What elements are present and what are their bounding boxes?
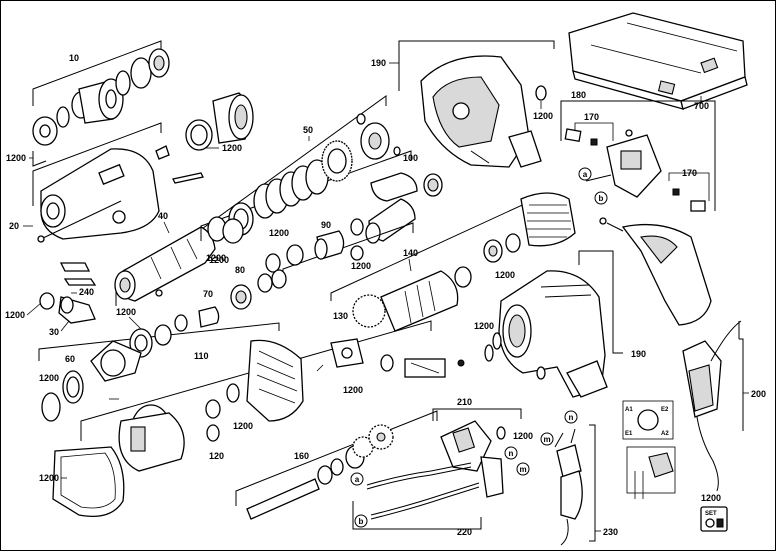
label-190-b: 190 xyxy=(631,349,646,359)
part-stator: 1200 xyxy=(483,174,612,280)
marker-n-2 xyxy=(564,410,578,424)
label-60: 60 xyxy=(65,354,75,364)
label-1200-l: 1200 xyxy=(495,270,515,280)
markers-stator: a b xyxy=(578,167,608,205)
label-700: 700 xyxy=(694,101,709,111)
marker-n-1 xyxy=(504,446,518,460)
label-130: 130 xyxy=(333,311,348,321)
part-group-80: 80 1200 xyxy=(209,255,287,310)
label-1200-f: 1200 xyxy=(209,255,229,265)
label-1200-b2: 1200 xyxy=(206,253,226,263)
label-20: 20 xyxy=(9,221,19,231)
label-1200-i: 1200 xyxy=(233,421,253,431)
svg-text:n: n xyxy=(509,449,514,458)
svg-text:a: a xyxy=(583,170,588,179)
label-1200-j: 1200 xyxy=(39,473,59,483)
marker-a-1 xyxy=(578,167,592,181)
part-group-70: 70 1200 xyxy=(38,289,280,382)
label-200: 200 xyxy=(751,389,766,399)
label-90: 90 xyxy=(321,220,331,230)
label-210: 210 xyxy=(457,397,472,407)
svg-text:b: b xyxy=(599,194,604,203)
label-1200-a: 1200 xyxy=(6,153,26,163)
wiring-e2: E2 xyxy=(661,407,669,413)
label-80: 80 xyxy=(235,265,245,275)
label-240: 240 xyxy=(79,287,94,297)
marker-a-2 xyxy=(350,472,364,486)
marker-b-2 xyxy=(354,514,368,528)
label-1200-g: 1200 xyxy=(116,307,136,317)
label-110: 110 xyxy=(194,351,209,361)
label-140: 140 xyxy=(403,248,418,258)
svg-text:m: m xyxy=(519,465,526,474)
label-30: 30 xyxy=(49,327,59,337)
label-100: 100 xyxy=(403,153,418,163)
part-group-230: 230 n m xyxy=(540,410,618,546)
label-220: 220 xyxy=(457,527,472,537)
label-40: 40 xyxy=(158,211,168,221)
label-180: 180 xyxy=(571,90,586,100)
svg-text:m: m xyxy=(543,435,550,444)
markers-switch: n m xyxy=(504,446,530,476)
set-badge: 1200 SET xyxy=(700,493,728,532)
label-190-a: 190 xyxy=(371,58,386,68)
label-1200-n: 1200 xyxy=(474,321,494,331)
svg-text:b: b xyxy=(359,517,364,526)
part-group-200: 200 xyxy=(682,320,766,492)
part-group-90: 90 1200 1200 xyxy=(222,218,414,281)
part-group-180: 180 170 170 xyxy=(560,90,716,212)
part-brush-holder xyxy=(404,358,465,378)
part-group-220: 220 a b xyxy=(350,462,482,537)
label-1200-o: 1200 xyxy=(513,431,533,441)
part-group-160: 160 xyxy=(235,410,438,520)
marker-b-1 xyxy=(594,191,608,205)
label-170-a: 170 xyxy=(584,112,599,122)
part-group-1200-housing: 1200 xyxy=(185,92,254,153)
part-group-60: 60 1200 xyxy=(39,354,84,422)
part-group-190-top: 190 1200 xyxy=(371,40,555,168)
set-badge-text: SET xyxy=(705,511,717,517)
label-1200-d: 1200 xyxy=(269,228,289,238)
part-group-210: 210 1200 xyxy=(432,397,533,498)
part-group-110: 110 120 1200 xyxy=(80,320,432,472)
part-case-700: 700 xyxy=(568,12,748,111)
part-gasket: 1200 xyxy=(39,446,125,518)
marker-m-1 xyxy=(516,462,530,476)
wiring-a2: A2 xyxy=(661,431,669,437)
part-handle-half xyxy=(599,217,712,326)
marker-m-2 xyxy=(540,432,554,446)
svg-text:a: a xyxy=(355,475,360,484)
label-1200-p: 1200 xyxy=(701,493,721,503)
part-group-190-main: 190 1200 xyxy=(474,250,646,398)
part-group-10: 10 1200 xyxy=(6,40,170,167)
label-1200-e: 1200 xyxy=(351,261,371,271)
label-1200-k: 1200 xyxy=(343,385,363,395)
label-1200-c: 1200 xyxy=(222,143,242,153)
label-70: 70 xyxy=(203,289,213,299)
label-10: 10 xyxy=(69,53,79,63)
label-1200-m: 1200 xyxy=(533,111,553,121)
part-group-20: 20 xyxy=(9,122,204,286)
part-group-30: 1200 30 xyxy=(5,292,96,337)
part-group-50: 50 xyxy=(200,113,412,242)
wiring-e1: E1 xyxy=(625,431,633,437)
svg-text:n: n xyxy=(569,413,574,422)
label-230: 230 xyxy=(603,527,618,537)
label-160: 160 xyxy=(294,451,309,461)
label-50: 50 xyxy=(303,125,313,135)
part-group-100: 100 xyxy=(365,153,443,244)
part-group-140-armature: 140 130 1200 xyxy=(316,200,532,395)
label-1200-h: 1200 xyxy=(39,373,59,383)
label-1200-b: 1200 xyxy=(5,310,25,320)
label-120: 120 xyxy=(209,451,224,461)
wiring-a1: A1 xyxy=(625,407,633,413)
wiring-diagram: A1 E2 E1 A2 xyxy=(622,400,676,499)
part-group-40: 40 1200 240 xyxy=(71,95,387,306)
